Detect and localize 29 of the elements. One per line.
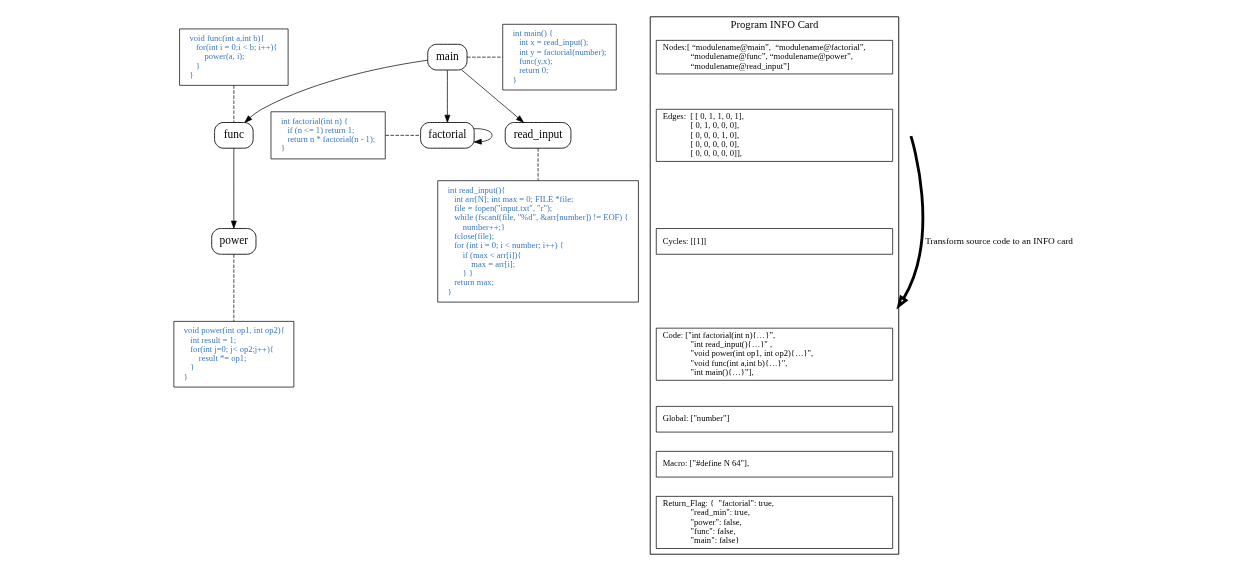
connector — [466, 56, 503, 58]
connector — [384, 135, 421, 136]
arrow — [473, 128, 492, 145]
node-box: Macro: ["#define N 64"], — [655, 451, 893, 478]
connector — [233, 254, 234, 322]
arrow — [444, 69, 450, 123]
node-box: void func(int a,int b){ for(int i = 0;i < b; i++){ power(a, i); } } — [178, 28, 288, 86]
arrow — [895, 135, 924, 310]
connector — [537, 147, 538, 181]
node-box: power — [210, 228, 256, 255]
node-box: Global: ["number"] — [655, 406, 893, 433]
node-box: Cycles: [[1]] — [655, 228, 893, 255]
node-box: int main() { int x = read_input(); int y = factorial(number); func(y,x); return 0; } — [501, 23, 617, 91]
node-box: read_input — [504, 122, 571, 149]
edge-label: Transform source code to an INFO card — [924, 235, 1073, 246]
node-box: Edges: [ [ 0, 1, 1, 0, 1], [ 0, 1, 0, 0, 0], [ 0, 0, 0, 1, 0], [ 0, 0, 0, 0, 0], [ 0, 0, 0, 0, 0]], — [655, 108, 893, 162]
node-box: int read_input(){ int arr[N]; int max = 0; FILE *file; file = fopen("input.txt", "r"); while (fscanf(file, "%d", &arr[number]) != EOF) { number++;} fclose(file); for (int i = 0; i < number; i++) { if (max < arr[i]){ max = arr[i]; } } return max; } — [436, 180, 639, 303]
arrow — [243, 59, 428, 123]
node-box: Nodes:[ “modulename@main”, “modulename@factorial”, “modulename@func”, “modulename@power”, “modulename@read_input”] — [655, 40, 893, 75]
arrow — [230, 147, 237, 229]
connector — [233, 85, 234, 123]
node-box: void power(int op1, int op2){ int result = 1; for(int j=0; j< op2;j++){ result *= op1; } } — [173, 321, 294, 388]
node-box: Code: ["int factorial(int n){…}”, "int read_input(){…}" , "void power(int op1, int op2){…}", "void func(int a,int b){…}", "int main(){…}”], — [655, 327, 893, 381]
node-box: func — [213, 122, 254, 149]
node-box: main — [426, 43, 467, 71]
node-box: Return_Flag: { "factorial": true, "read_min": true, "power": false, "func": false, "main": false} — [655, 496, 893, 549]
node-box: int factorial(int n) { if (n <= 1) return 1; return n * factorial(n - 1); } — [270, 111, 386, 160]
node-box: factorial — [419, 122, 475, 149]
arrow — [460, 69, 524, 123]
